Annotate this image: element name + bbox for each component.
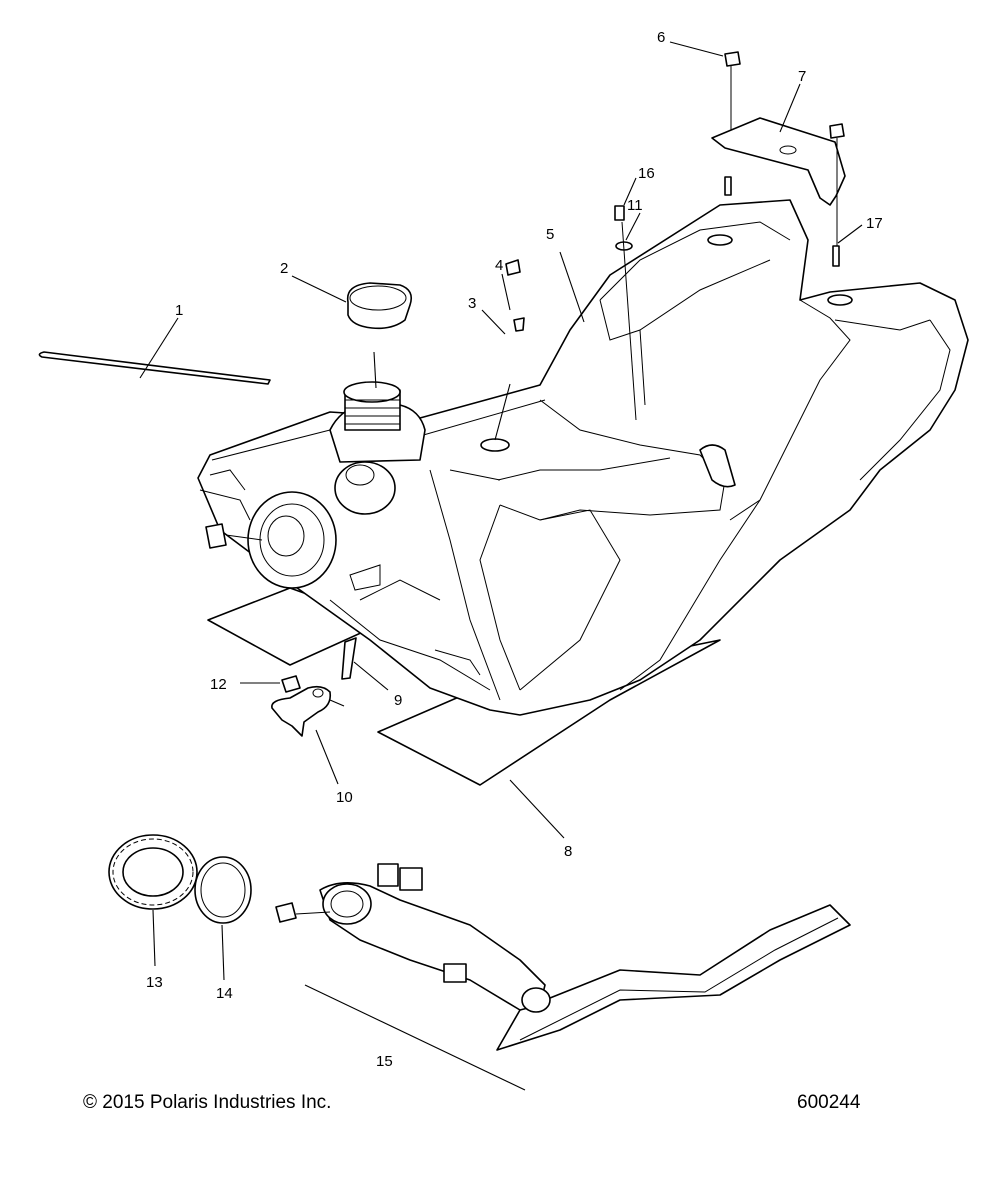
callout-9: 9 — [394, 692, 402, 709]
callout-3: 3 — [468, 295, 476, 312]
callout-16: 16 — [638, 165, 655, 182]
fuel-cap-part — [291, 275, 413, 389]
callout-labels: 1 2 3 4 5 6 7 8 9 10 11 12 13 14 15 16 1… — [146, 29, 883, 1070]
callout-10: 10 — [336, 789, 353, 806]
grommet-and-screw-parts — [481, 259, 525, 441]
callout-15: 15 — [376, 1053, 393, 1070]
fuel-tank-part — [197, 199, 969, 716]
callout-8: 8 — [564, 843, 572, 860]
lock-ring-part — [108, 834, 198, 967]
copyright-notice: © 2015 Polaris Industries Inc. — [83, 1092, 332, 1113]
callout-12: 12 — [210, 676, 227, 693]
vent-hose-part — [38, 317, 271, 385]
callout-14: 14 — [216, 985, 233, 1002]
callout-13: 13 — [146, 974, 163, 991]
callout-5: 5 — [546, 226, 554, 243]
callout-11: 11 — [627, 197, 643, 214]
callout-7: 7 — [798, 68, 806, 85]
callout-17: 17 — [866, 215, 883, 232]
fuel-pump-assembly-part — [275, 863, 851, 1091]
callout-2: 2 — [280, 260, 288, 277]
clamp-hardware-parts — [240, 637, 389, 785]
bracket-hardware-parts — [614, 41, 863, 421]
callout-4: 4 — [495, 257, 503, 274]
callout-6: 6 — [657, 29, 665, 46]
seal-part — [194, 856, 252, 981]
callout-1: 1 — [175, 302, 183, 319]
figure-number: 600244 — [797, 1092, 861, 1113]
